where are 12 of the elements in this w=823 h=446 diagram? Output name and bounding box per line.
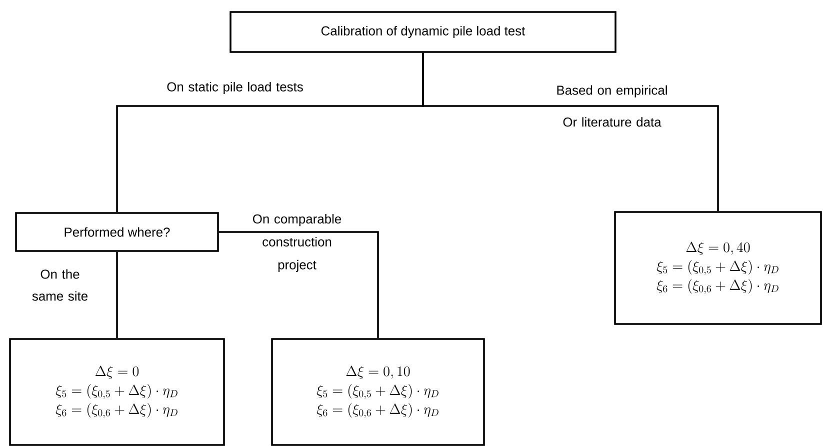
formula-box: $\Delta\xi = 0,10$ $\xi_5 = (\xi_{0,5} + \Delta\xi) \cdot \eta_D$ $\xi_6 = (\xi_{0,6} + \Delta\xi) \cdot \eta_D$ <box>271 338 485 446</box>
connector-line <box>116 252 118 338</box>
edge-label: On comparable construction project <box>252 214 342 272</box>
decision-box: Performed where? <box>15 212 219 252</box>
edge-label: On static pile load tests <box>167 82 303 94</box>
connector-line <box>218 231 379 338</box>
title-box: Calibration of dynamic pile load test <box>230 11 616 53</box>
edge-label: On the same site <box>32 269 88 301</box>
edge-label: Based on empirical Or literature data <box>557 85 667 127</box>
formula-box: $\Delta\xi = 0$ $\xi_5 = (\xi_{0,5} + \Delta\xi) \cdot \eta_D$ $\xi_6 = (\xi_{0,6} + \Delta\xi) \cdot \eta_D$ <box>9 338 225 446</box>
formula-box: $\Delta\xi = 0,40$ $\xi_5 = (\xi_{0,5} + \Delta\xi) \cdot \eta_D$ $\xi_6 = (\xi_{0,6} + \Delta\xi) \cdot \eta_D$ <box>614 211 822 325</box>
connector-line <box>422 52 719 212</box>
